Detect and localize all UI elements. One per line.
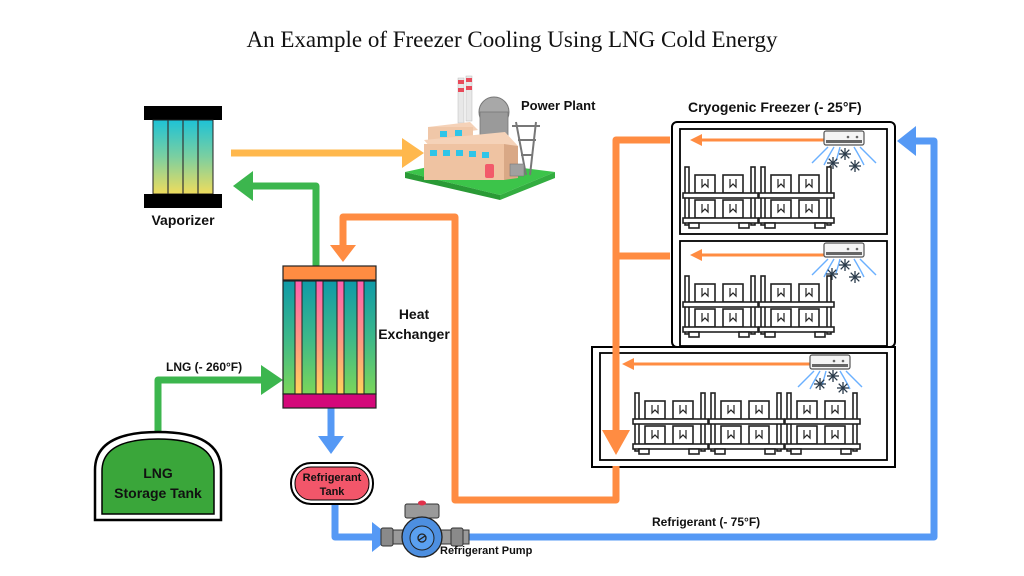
storage-tank-label-line2: Storage Tank <box>114 485 202 501</box>
arrow-head-icon <box>233 171 253 201</box>
arrow-head-icon <box>318 436 344 454</box>
pump-icon[interactable] <box>380 500 470 558</box>
lng-pipe-to-vaporizer <box>233 171 320 266</box>
heat-exchanger-label-line1: Heat <box>399 306 430 322</box>
heat-exchanger-label-line2: Exchanger <box>378 326 450 342</box>
lng-flow-label: LNG (- 260°F) <box>166 360 242 374</box>
gas-pipe-to-power-plant <box>231 138 424 168</box>
arrow-head-icon <box>602 430 630 455</box>
factory-icon[interactable] <box>405 75 555 200</box>
snowflake-icon <box>848 159 862 173</box>
freezer-section-2 <box>682 242 877 338</box>
snowflake-icon <box>838 258 852 272</box>
lng-storage-tank[interactable] <box>93 430 223 522</box>
refrigerant-tank[interactable] <box>290 462 374 505</box>
snowflake-icon <box>826 369 840 383</box>
snowflake-icon <box>848 270 862 284</box>
snowflake-icon <box>813 377 827 391</box>
freezer-label: Cryogenic Freezer (- 25°F) <box>688 99 862 115</box>
snowflake-icon <box>836 381 850 395</box>
refrigerant-tank-label-line2: Tank <box>320 486 346 498</box>
power-plant-label: Power Plant <box>521 98 596 113</box>
arrow-head-icon <box>330 245 356 262</box>
lng-pipe-from-tank <box>154 365 283 432</box>
arrow-head-icon <box>402 138 424 168</box>
snowflake-icon <box>838 147 852 161</box>
vaporizer-label: Vaporizer <box>151 212 215 228</box>
cold-refrigerant-pipe <box>318 126 938 552</box>
freezer-section-1 <box>682 130 877 229</box>
refrigerant-flow-label: Refrigerant (- 75°F) <box>652 515 760 529</box>
arrow-head-icon <box>897 126 916 156</box>
arrow-head-icon <box>261 365 283 395</box>
diagram-title: An Example of Freezer Cooling Using LNG … <box>246 27 778 52</box>
storage-tank-label-line1: LNG <box>143 465 173 481</box>
vaporizer[interactable] <box>144 106 222 208</box>
heat-exchanger[interactable] <box>282 265 377 409</box>
refrigerant-tank-label-line1: Refrigerant <box>303 472 362 484</box>
warm-refrigerant-collector <box>602 345 630 500</box>
freezer-section-3 <box>622 354 863 455</box>
refrigerant-pump-label: Refrigerant Pump <box>440 545 533 557</box>
